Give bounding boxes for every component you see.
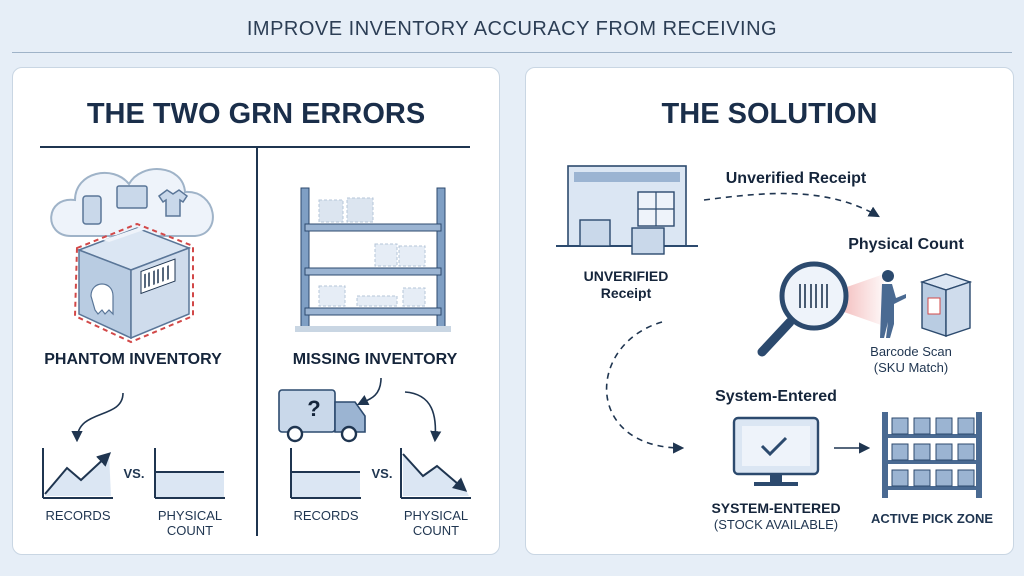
solution-illustration	[556, 165, 982, 498]
phantom-versus-label: VS.	[123, 466, 145, 481]
solution-panel: THE SOLUTION	[525, 67, 1014, 555]
phantom-records-label: RECORDS	[45, 508, 111, 523]
page-title: IMPROVE INVENTORY ACCURACY FROM RECEIVIN…	[246, 18, 778, 40]
missing-physical-label-2: COUNT	[412, 523, 460, 538]
panel-heading-solution: THE SOLUTION	[661, 98, 878, 130]
scan-caption-line-1: Barcode Scan	[870, 344, 952, 359]
missing-records-chart	[290, 448, 361, 499]
phantom-inventory-label: PHANTOM INVENTORY	[44, 351, 222, 368]
missing-physical-chart	[400, 448, 471, 499]
truck-question-mark: ?	[307, 396, 321, 421]
system-caption-line-2: (STOCK AVAILABLE)	[713, 517, 839, 532]
phantom-box-icon	[73, 220, 194, 344]
column-divider	[256, 146, 258, 536]
title-divider	[12, 52, 1012, 53]
missing-inventory-label: MISSING INVENTORY	[292, 351, 458, 368]
phantom-records-chart	[42, 448, 113, 499]
worker-scanning-icon	[880, 270, 906, 338]
warehouse-shelf-icon	[295, 187, 451, 332]
pick-zone-shelf-icon	[882, 412, 982, 498]
missing-physical-label-1: PHYSICAL	[403, 508, 469, 523]
pick-zone-caption: ACTIVE PICK ZONE	[870, 511, 994, 526]
delivery-truck-icon	[278, 389, 366, 443]
magnifying-glass-icon	[757, 261, 884, 357]
phantom-physical-label-2: COUNT	[166, 523, 214, 538]
phantom-physical-chart	[154, 448, 225, 499]
cloud-icon	[50, 168, 214, 237]
errors-illustration	[42, 168, 471, 499]
grn-errors-panel: THE TWO GRN ERRORS	[12, 67, 500, 555]
flow-label-system: System-Entered	[715, 388, 837, 405]
scanned-box-icon	[919, 273, 973, 337]
scan-caption-line-2: (SKU Match)	[873, 360, 949, 375]
receiving-dock-icon	[556, 165, 698, 255]
monitor-check-icon	[732, 416, 820, 486]
flow-label-receipt: Unverified Receipt	[725, 170, 867, 187]
heading-divider	[40, 146, 470, 148]
missing-records-label: RECORDS	[293, 508, 359, 523]
phantom-physical-label-1: PHYSICAL	[157, 508, 223, 523]
missing-versus-label: VS.	[371, 466, 393, 481]
panel-heading-errors: THE TWO GRN ERRORS	[86, 98, 426, 130]
flow-label-count: Physical Count	[848, 236, 964, 253]
receipt-caption-line-2: Receipt	[600, 285, 652, 301]
receipt-caption-line-1: UNVERIFIED	[583, 268, 669, 284]
system-caption-line-1: SYSTEM-ENTERED	[711, 500, 841, 516]
